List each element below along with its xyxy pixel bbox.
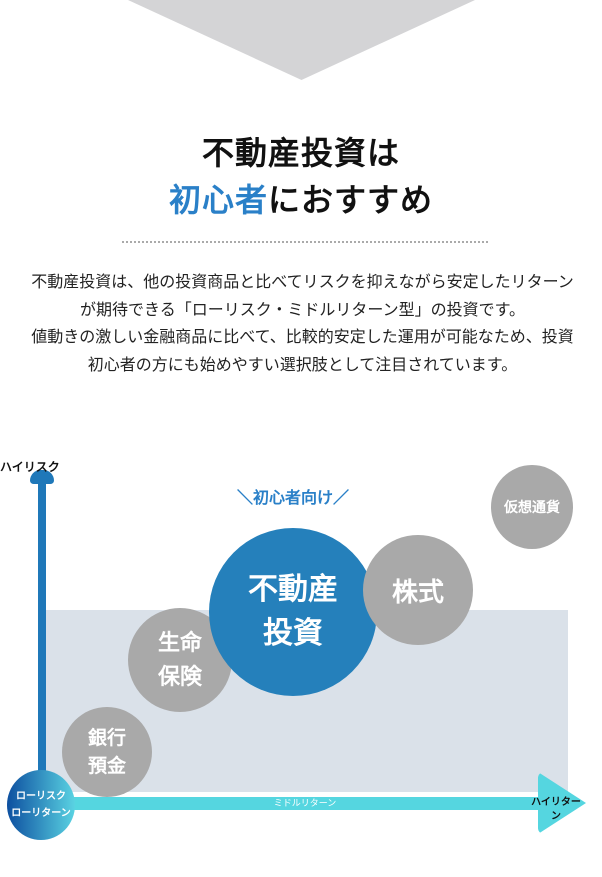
- paragraph: 不動産投資は、他の投資商品と比べてリスクを抑えながら安定したリターンが期待できる…: [31, 272, 574, 319]
- low-risk-origin-circle: ローリスク ローリターン: [7, 770, 75, 840]
- real-estate-circle: 不動産投資: [209, 528, 377, 696]
- top-decoration-triangle: [128, 0, 475, 80]
- dotted-divider: [122, 241, 488, 243]
- beginner-label: ＼初心者向け／: [236, 488, 349, 507]
- heading-line2: 初心者におすすめ: [0, 175, 602, 221]
- circle-label: 仮想通貨: [504, 500, 560, 516]
- high-risk-label: ハイリスク: [0, 460, 60, 474]
- circle-label: ローリスク ローリターン: [11, 791, 71, 819]
- heading-line1: 不動産投資は: [201, 134, 400, 172]
- risk-axis-arrowhead: [30, 470, 54, 484]
- circle-label: 株式: [391, 577, 444, 608]
- paragraph: 値動きの激しい金融商品に比べて、比較的安定した運用が可能なため、投資初心者の方に…: [31, 327, 574, 374]
- circle-label: 銀行預金: [87, 727, 126, 777]
- crypto-circle: 仮想通貨: [491, 465, 573, 549]
- stock-circle: 株式: [363, 535, 473, 645]
- risk-axis: [38, 478, 46, 788]
- middle-return-label: ミドルリターン: [273, 799, 337, 809]
- life-insurance-circle: 生命保険: [128, 608, 232, 712]
- high-return-label: ハイリターン: [531, 797, 581, 822]
- heading-accent: 初心者: [168, 181, 268, 219]
- description: 不動産投資は、他の投資商品と比べてリスクを抑えながら安定したリターンが期待できる…: [30, 268, 575, 378]
- bank-deposit-circle: 銀行預金: [62, 707, 152, 797]
- circle-label: 生命保険: [157, 630, 202, 690]
- return-axis: [60, 797, 550, 810]
- circle-label: 不動産投資: [248, 572, 338, 651]
- heading-rest: におすすめ: [268, 181, 434, 219]
